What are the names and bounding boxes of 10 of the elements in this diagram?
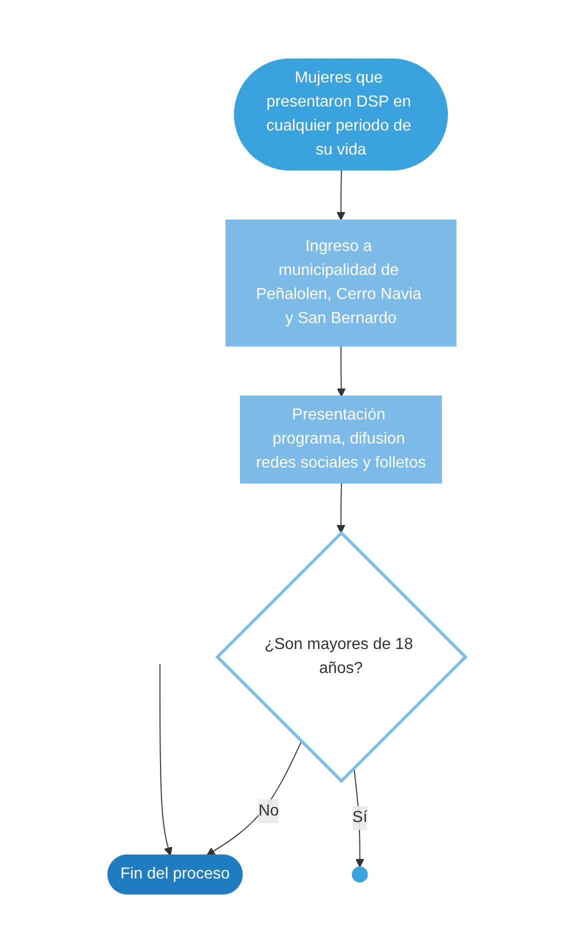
node-box: Ingreso a municipalidad de Peñalolen, Cerro Navia y San Bernardo xyxy=(225,219,456,346)
edge-label: Sí xyxy=(352,808,368,826)
node-circle xyxy=(352,866,368,882)
arrow xyxy=(159,663,172,856)
arrow xyxy=(336,482,346,533)
node-diamond: ¿Son mayores de 18 años? xyxy=(215,530,468,783)
edge-label: No xyxy=(258,802,279,819)
arrow xyxy=(336,170,346,220)
arrow xyxy=(336,345,346,396)
arrow xyxy=(206,740,302,856)
